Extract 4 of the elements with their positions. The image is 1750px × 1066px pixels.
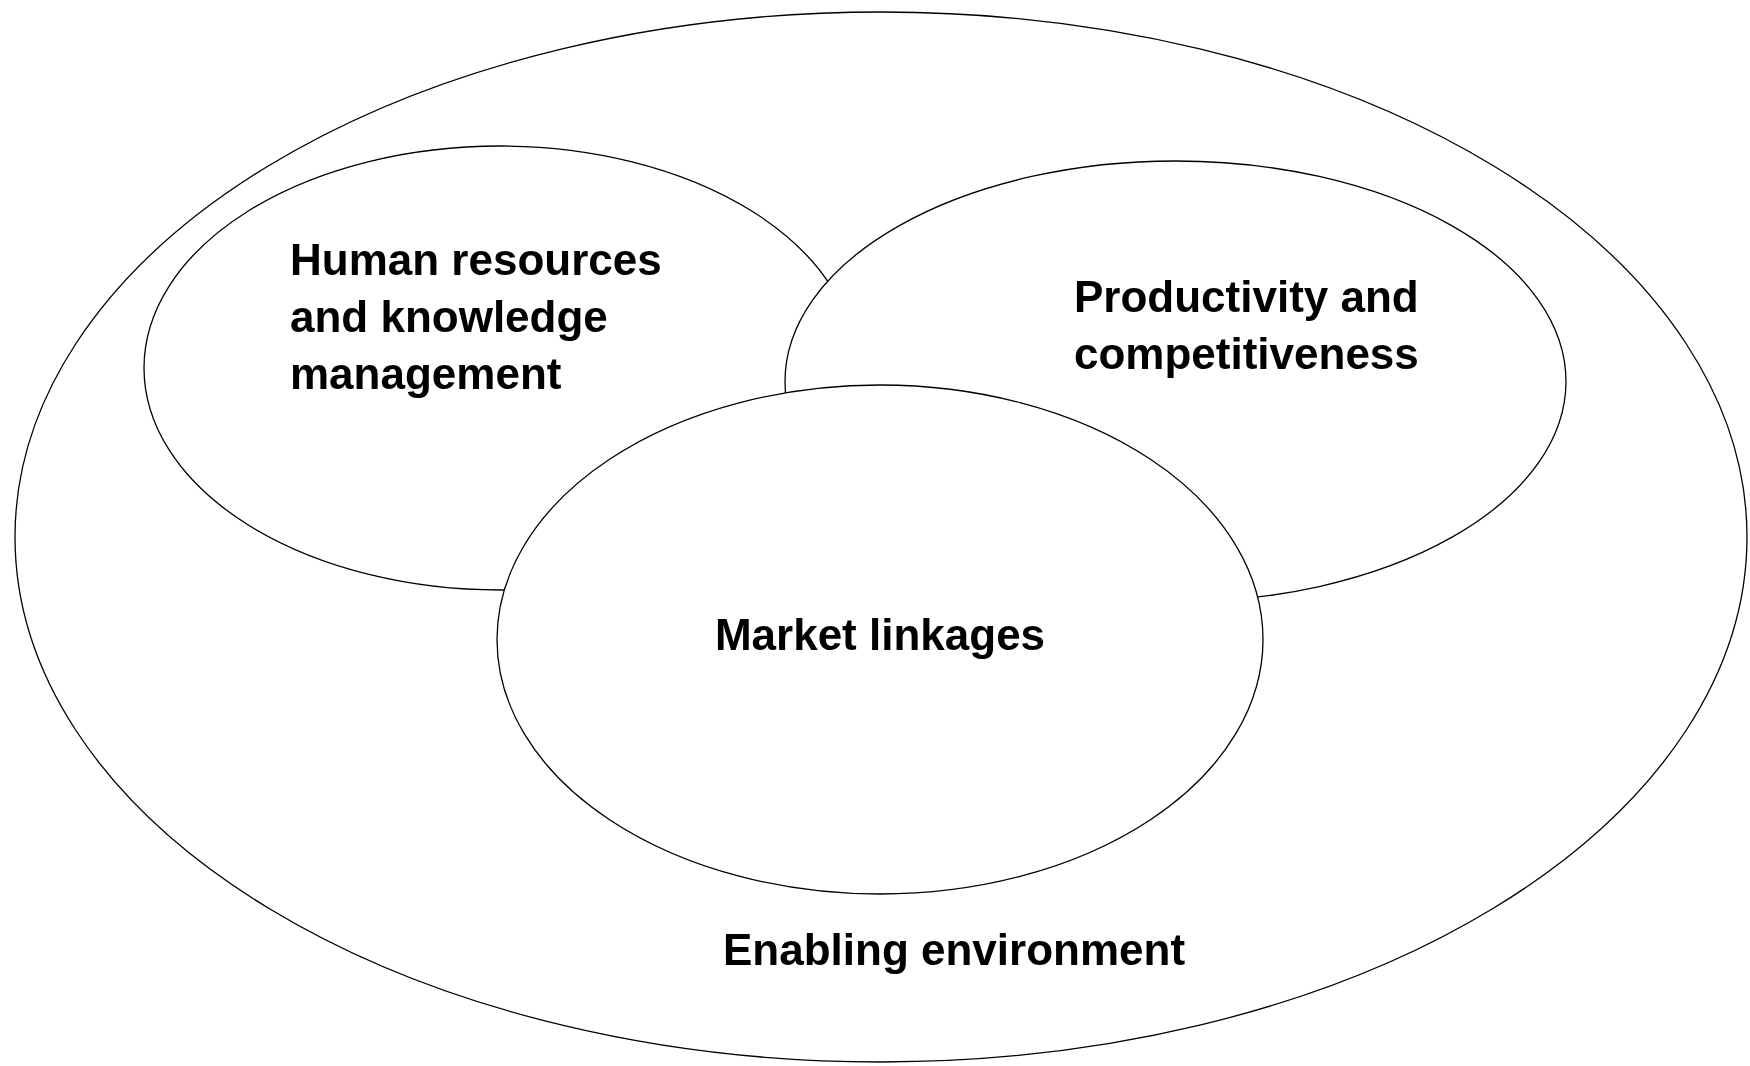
ellipse-label: Enabling environment bbox=[723, 924, 1187, 976]
ellipse-label: Market linkages bbox=[713, 609, 1047, 661]
ellipse-label: Productivity and competitiveness bbox=[1074, 271, 1420, 380]
ellipse-label: Human resources and knowledge management bbox=[290, 234, 663, 400]
